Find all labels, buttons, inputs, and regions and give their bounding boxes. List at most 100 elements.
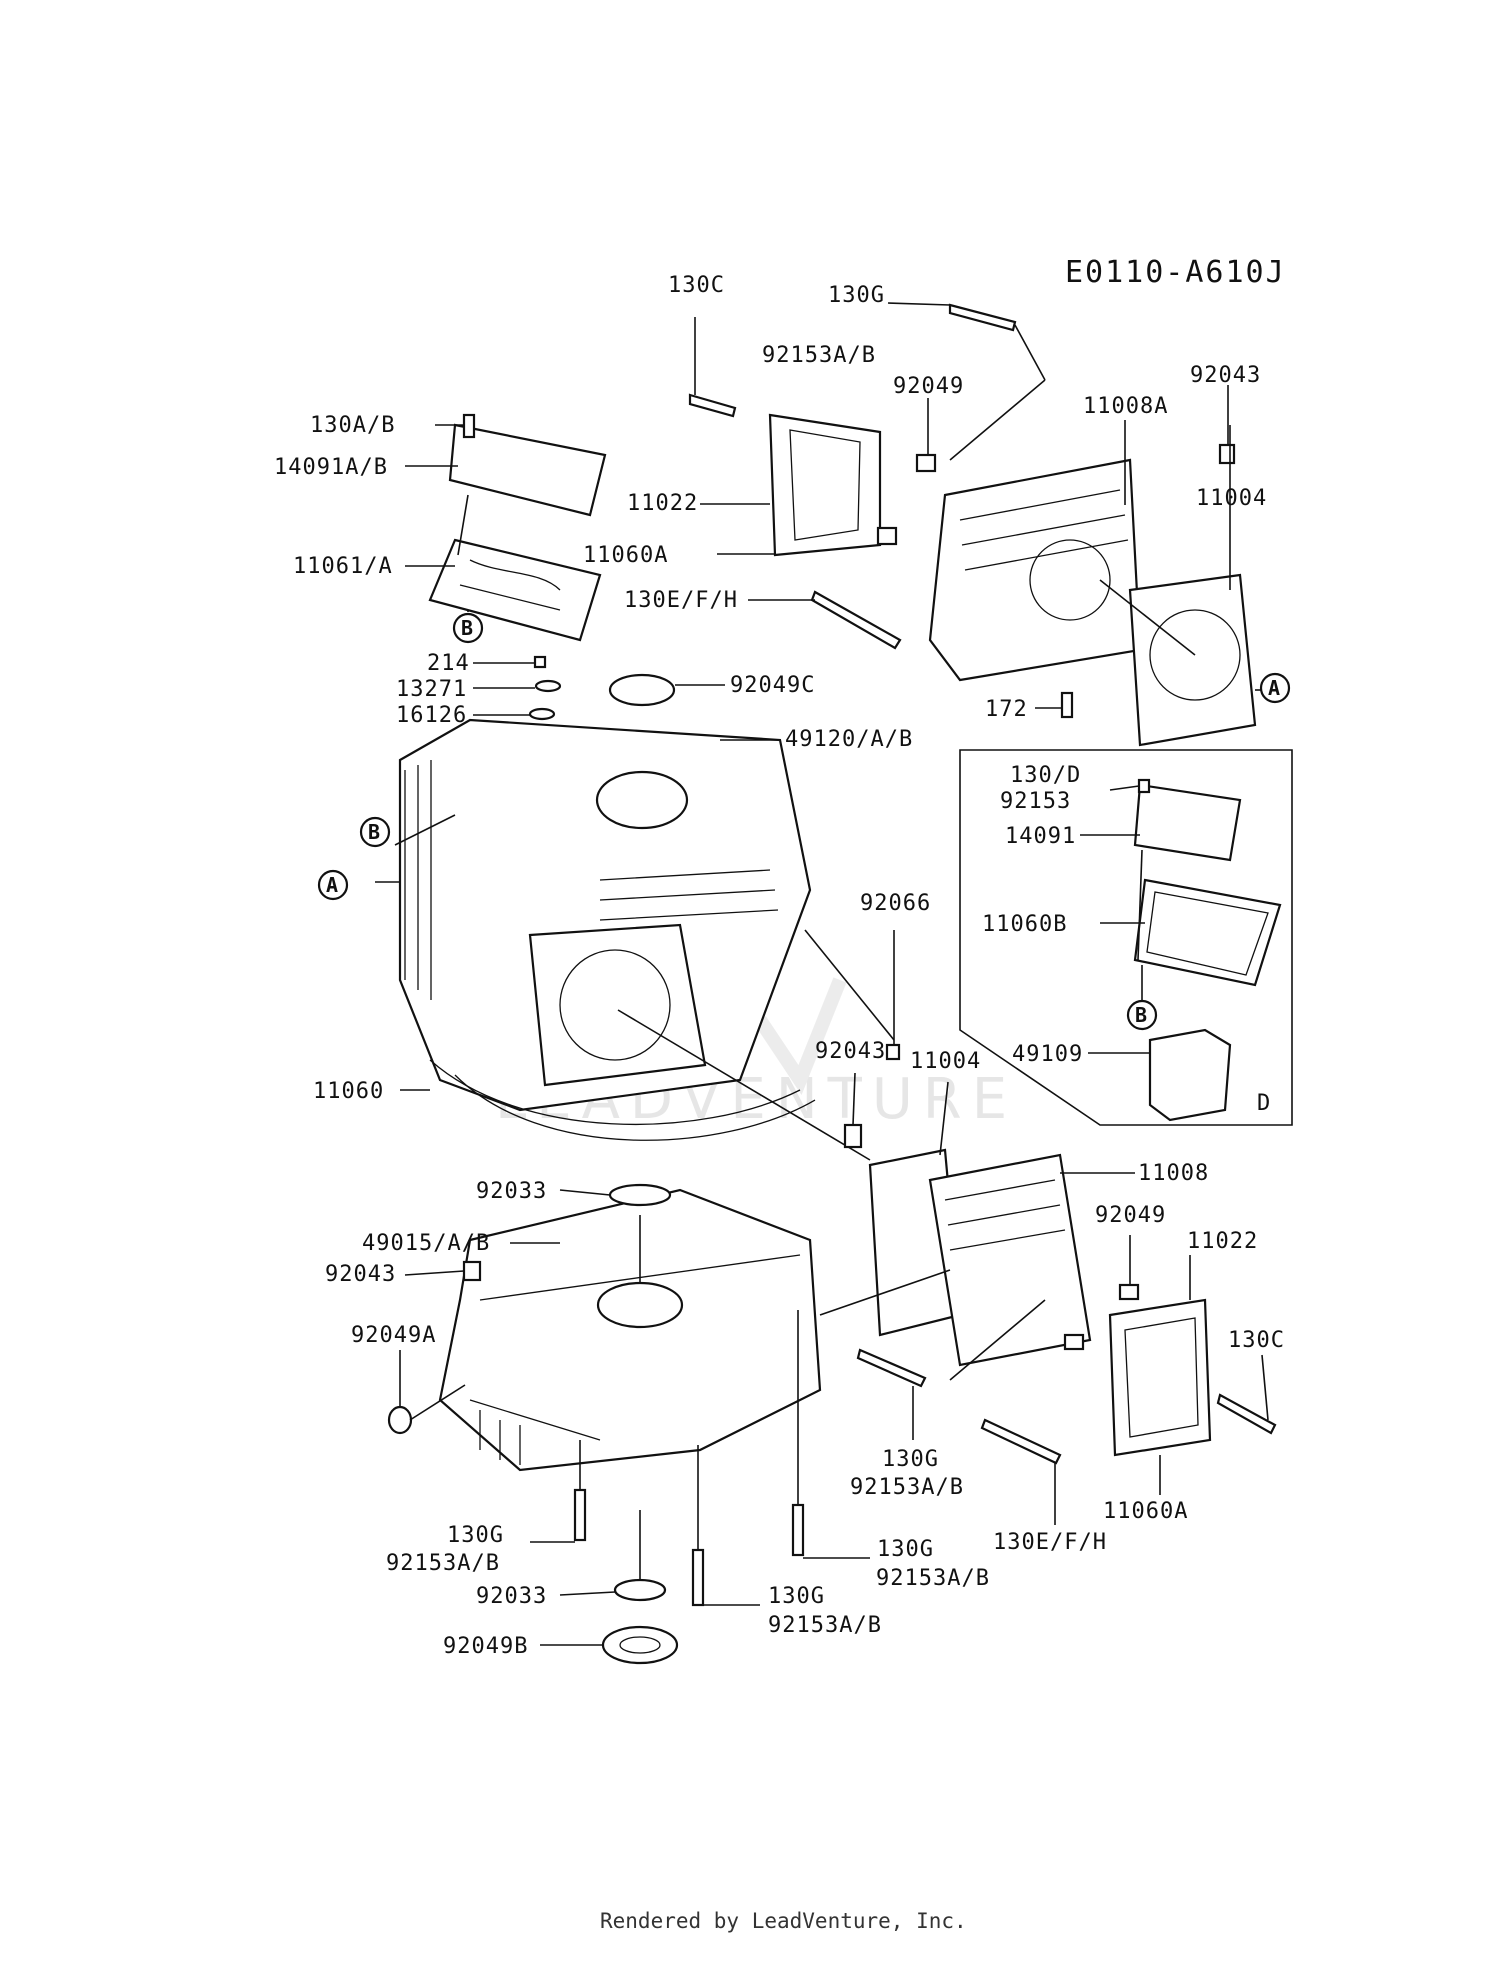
label-49120ab: 49120/A/B (785, 727, 913, 752)
breather-plate-11061a (428, 538, 602, 642)
washer-13271 (534, 679, 562, 693)
label-92049-right: 92049 (1095, 1203, 1166, 1228)
label-92043-mid: 92043 (815, 1039, 886, 1064)
label-130ab: 130A/B (310, 413, 395, 438)
label-130g-top: 130G (828, 283, 885, 308)
crankcase-cover-49015ab (438, 1188, 822, 1472)
label-92049b: 92049B (443, 1634, 528, 1659)
crankcase-cover-group (387, 1183, 870, 1665)
nut-92049-top (915, 453, 937, 473)
callout-b-left: B (359, 816, 391, 848)
svg-text:B: B (368, 820, 380, 844)
label-92049-top: 92049 (893, 374, 964, 399)
head-gasket-11004-top (1128, 573, 1257, 747)
footer-credit: Rendered by LeadVenture, Inc. (600, 1909, 967, 1933)
label-130g-low3: 130G (768, 1584, 825, 1609)
label-11008a: 11008A (1083, 394, 1168, 419)
label-11004-top: 11004 (1196, 486, 1267, 511)
svg-text:B: B (461, 616, 473, 640)
seal-92049a (387, 1405, 413, 1435)
bolt-130c-top (688, 393, 737, 418)
box-d-group (959, 749, 1293, 1126)
label-13271: 13271 (396, 677, 467, 702)
bolt-130g-top (948, 303, 1017, 332)
label-11060a-right: 11060A (1103, 1499, 1188, 1524)
crankcase-49120ab (398, 718, 812, 1112)
cover-14091 (1133, 783, 1242, 862)
label-92153ab-low1: 92153A/B (386, 1551, 500, 1576)
label-11060: 11060 (313, 1079, 384, 1104)
label-92153ab-top: 92153A/B (762, 343, 876, 368)
filter-49109 (1148, 1028, 1232, 1122)
gasket-11060b (1133, 878, 1282, 987)
label-d: D (1257, 1091, 1271, 1116)
cylinder-head-11008-group (819, 1072, 1277, 1525)
callout-b-box: B (1126, 999, 1158, 1031)
label-16126: 16126 (396, 703, 467, 728)
label-92049c: 92049C (730, 673, 815, 698)
label-92033-low: 92033 (476, 1584, 547, 1609)
label-92033-top: 92033 (476, 1179, 547, 1204)
label-92043-top: 92043 (1190, 363, 1261, 388)
bolt-130efh-top (810, 590, 902, 650)
bolt-130g-low3 (691, 1548, 705, 1607)
nut-92049-right (1118, 1283, 1140, 1301)
label-92049a: 92049A (351, 1323, 436, 1348)
dowel-92043-mid (843, 1123, 863, 1149)
label-11060a-top: 11060A (583, 543, 668, 568)
bolt-130g-low1 (573, 1488, 587, 1542)
plug-92066 (885, 1043, 901, 1061)
snap-ring-92033-top (608, 1183, 672, 1207)
label-130c-right: 130C (1228, 1328, 1285, 1353)
callout-a-right: A (1259, 672, 1291, 704)
label-92066: 92066 (860, 891, 931, 916)
oil-seal-92049c (608, 673, 676, 707)
label-14091: 14091 (1005, 824, 1076, 849)
cover-bearing-bore (596, 1281, 684, 1329)
label-130d: 130/D (1010, 763, 1081, 788)
svg-text:A: A (326, 873, 338, 897)
label-92153-d: 92153 (1000, 789, 1071, 814)
bolt-130g-mid (856, 1348, 927, 1388)
watermark-logo (754, 977, 847, 1095)
label-130efh-right: 130E/F/H (993, 1530, 1107, 1555)
label-49109: 49109 (1012, 1042, 1083, 1067)
label-214: 214 (427, 651, 470, 676)
bolt-130ab (462, 413, 476, 439)
cylinder-head-11008a (928, 458, 1142, 682)
label-11022-right: 11022 (1187, 1229, 1258, 1254)
cylinder-head-11008 (928, 1153, 1092, 1367)
box-d-frame (959, 749, 1293, 1126)
diagram-code: E0110-A610J (1065, 255, 1286, 290)
gasket-11060 (429, 1059, 801, 1126)
cylinder-head-11008a-group (688, 302, 1265, 747)
crank-boss (595, 770, 689, 830)
bolt-130efh-right (980, 1418, 1062, 1465)
bolt-130g-low2 (791, 1503, 805, 1557)
label-11061a: 11061/A (293, 554, 393, 579)
label-11008: 11008 (1138, 1161, 1209, 1186)
label-14091ab: 14091A/B (274, 455, 388, 480)
dowel-92043-top (1218, 443, 1236, 465)
callout-a-left: A (317, 869, 349, 901)
cover-plate-14091ab (448, 423, 607, 517)
label-49015ab: 49015/A/B (362, 1231, 490, 1256)
label-92153ab-low2: 92153A/B (876, 1566, 990, 1591)
head-cover-11022-right (1108, 1298, 1212, 1457)
callout-b-top: B (452, 612, 484, 644)
label-130c-top: 130C (668, 273, 725, 298)
svg-text:A: A (1268, 676, 1280, 700)
breather-cover-group (405, 413, 607, 642)
cylinder-bore-face (528, 923, 707, 1087)
svg-text:B: B (1135, 1003, 1147, 1027)
dowel-92043-low (462, 1260, 482, 1282)
label-11060b: 11060B (982, 912, 1067, 937)
label-130g-low2: 130G (877, 1537, 934, 1562)
label-92043-low: 92043 (325, 1262, 396, 1287)
stud-172 (1060, 691, 1074, 719)
label-130efh-top: 130E/F/H (624, 588, 738, 613)
label-92153ab-mid: 92153A/B (850, 1475, 964, 1500)
label-172: 172 (985, 697, 1028, 722)
label-11022-top: 11022 (627, 491, 698, 516)
